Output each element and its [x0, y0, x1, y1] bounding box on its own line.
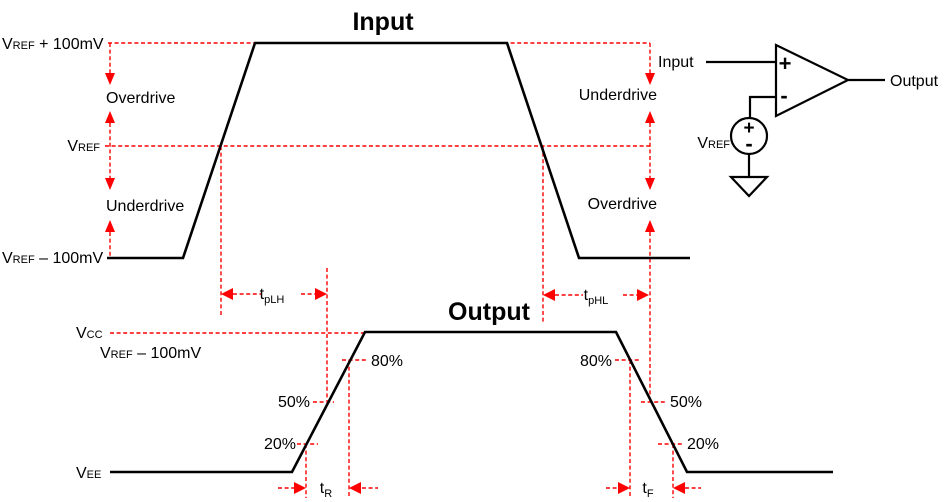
vcc-label: VCC: [76, 325, 103, 342]
output-waveform: [110, 330, 833, 474]
arrow-down-icon: [105, 73, 115, 85]
output-annotation-lines: [110, 332, 683, 498]
fall-80-label: 80%: [580, 353, 612, 370]
arrow-up-icon: [105, 111, 115, 123]
fall-50-label: 50%: [670, 394, 702, 411]
input-section-text: Input VREF + 100mV VREF VREF – 100mV Ove…: [2, 8, 657, 307]
input-waveform: [107, 41, 690, 260]
overdrive-right-label: Overdrive: [588, 196, 657, 213]
trise-label: tR: [320, 480, 332, 500]
fall-20-label: 20%: [687, 436, 719, 453]
arrow-up-icon: [105, 220, 115, 232]
rise-80-label: 80%: [371, 353, 403, 370]
tphl-label: tpHL: [584, 287, 609, 307]
vref-minus-100mv-label: VREF – 100mV: [2, 250, 103, 267]
tfall-span-arrow: [606, 482, 701, 494]
inverting-input-wire: [748, 95, 776, 118]
source-plus-sign: +: [743, 118, 754, 139]
arrow-right-icon: [294, 482, 306, 494]
tphl-span-arrow: [543, 289, 649, 301]
rise-50-label: 50%: [278, 394, 310, 411]
underdrive-right-label: Underdrive: [579, 87, 657, 104]
input-annotation-lines: [105, 42, 655, 402]
opamp-plus-sign: +: [779, 51, 792, 76]
vref-label: VREF: [67, 138, 100, 155]
circuit-input-label: Input: [658, 54, 694, 71]
output-section-text: Output VCC VREF – 100mV VEE 80% 50% 20% …: [76, 298, 719, 500]
underdrive-left-label: Underdrive: [106, 198, 184, 215]
arrow-right-icon: [618, 482, 630, 494]
arrow-up-icon: [645, 220, 655, 232]
arrow-down-icon: [105, 178, 115, 190]
arrow-left-icon: [673, 482, 685, 494]
comparator-circuit: + - + - Input Output VREF: [658, 43, 939, 198]
arrow-up-icon: [645, 111, 655, 123]
tplh-label: tpLH: [260, 286, 285, 306]
source-minus-sign: -: [745, 131, 752, 156]
trise-span-arrow: [278, 482, 378, 494]
input-title: Input: [352, 8, 414, 36]
arrow-right-icon: [315, 288, 327, 300]
rise-20-label: 20%: [264, 436, 296, 453]
tfall-label: tF: [642, 480, 653, 500]
arrow-left-icon: [221, 288, 233, 300]
arrow-right-icon: [637, 289, 649, 301]
arrow-left-icon: [349, 482, 361, 494]
arrow-down-icon: [645, 73, 655, 85]
circuit-vref-label: VREF: [697, 135, 730, 152]
ground-icon: [728, 175, 770, 198]
arrow-left-icon: [543, 289, 555, 301]
opamp-triangle-icon: [774, 43, 851, 118]
vee-label: VEE: [76, 465, 101, 482]
output-title: Output: [448, 298, 531, 326]
overdrive-left-label: Overdrive: [106, 90, 175, 107]
output-vref-minus-100mv-label: VREF – 100mV: [100, 345, 201, 362]
tplh-span-arrow: [221, 288, 327, 300]
vref-plus-100mv-label: VREF + 100mV: [2, 36, 104, 53]
circuit-output-label: Output: [890, 73, 939, 90]
opamp-minus-sign: -: [780, 83, 787, 108]
arrow-down-icon: [645, 178, 655, 190]
